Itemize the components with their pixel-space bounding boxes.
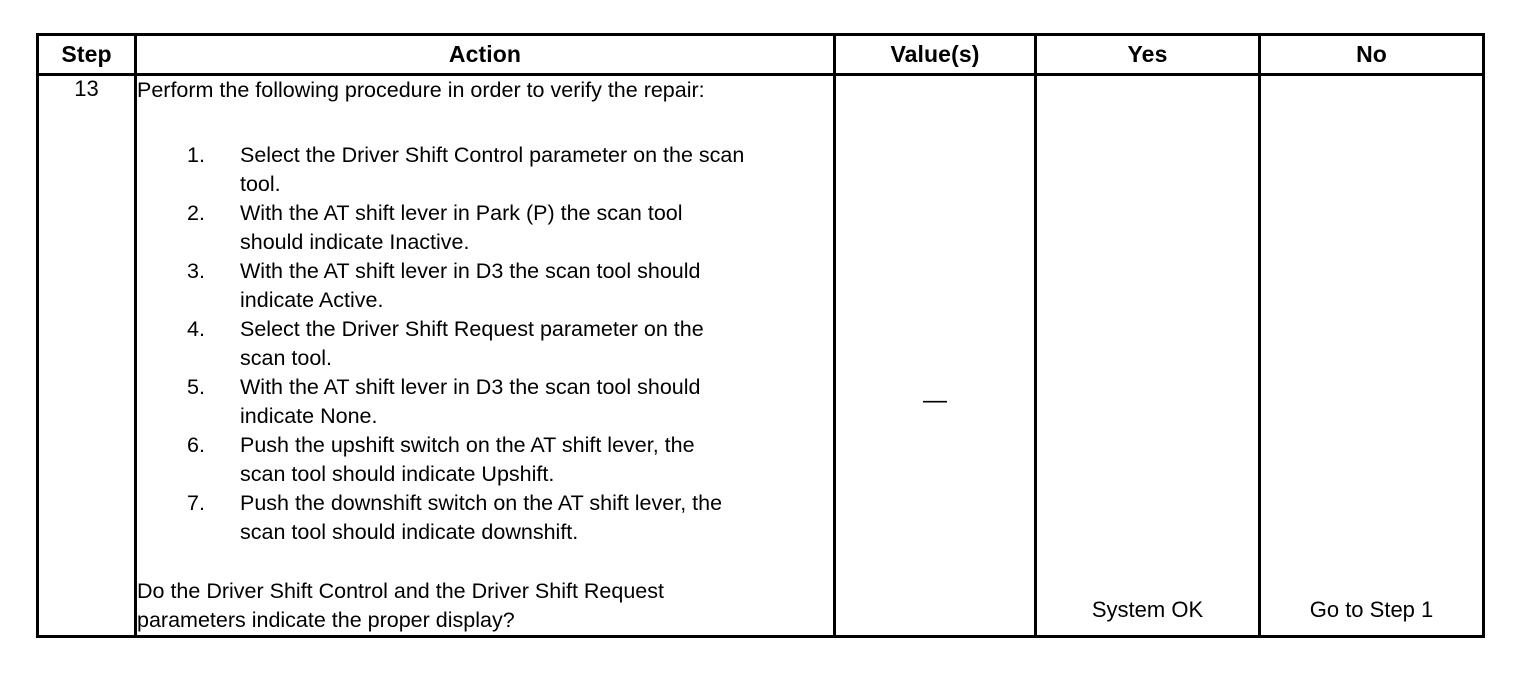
- list-item-text: With the AT shift lever in D3 the scan t…: [240, 257, 833, 315]
- list-item-line: With the AT shift lever in Park (P) the …: [240, 201, 683, 225]
- list-item-number: 5.: [187, 375, 205, 399]
- list-item-number: 2.: [187, 201, 205, 225]
- diagnostic-step-table: Step Action Value(s) Yes No 13 Perform t…: [36, 33, 1485, 638]
- header-row: Step Action Value(s) Yes No: [36, 33, 1485, 76]
- no-answer-text: Go to Step 1: [1309, 596, 1434, 622]
- list-item-number: 4.: [187, 317, 205, 341]
- list-item: 5. With the AT shift lever in D3 the sca…: [137, 373, 833, 431]
- list-item-number: 7.: [187, 491, 205, 515]
- list-item-line: Push the upshift switch on the AT shift …: [240, 433, 695, 457]
- cell-action: Perform the following procedure in order…: [134, 73, 836, 638]
- table-body: 13 Perform the following procedure in or…: [36, 73, 1485, 638]
- cell-value: —: [833, 73, 1037, 638]
- list-item: 2. With the AT shift lever in Park (P) t…: [137, 199, 833, 257]
- list-item-number: 3.: [187, 259, 205, 283]
- list-item-line: tool.: [240, 172, 281, 196]
- column-header-action: Action: [134, 33, 836, 76]
- list-item-line: scan tool should indicate downshift.: [240, 520, 579, 544]
- list-item-line: indicate Active.: [240, 288, 384, 312]
- list-item: 1. Select the Driver Shift Control param…: [137, 141, 833, 199]
- question-line: Do the Driver Shift Control and the Driv…: [137, 579, 664, 603]
- list-item-text: With the AT shift lever in Park (P) the …: [240, 199, 833, 257]
- cell-step-number: 13: [36, 73, 137, 638]
- list-item-text: Select the Driver Shift Control paramete…: [240, 141, 833, 199]
- action-intro-text: Perform the following procedure in order…: [137, 78, 705, 102]
- list-item-text: Push the upshift switch on the AT shift …: [240, 431, 833, 489]
- column-header-step: Step: [36, 33, 137, 76]
- list-item: 3. With the AT shift lever in D3 the sca…: [137, 257, 833, 315]
- list-item-line: should indicate Inactive.: [240, 230, 470, 254]
- list-item-number: 1.: [187, 143, 205, 167]
- column-header-values: Value(s): [833, 33, 1037, 76]
- list-item-line: With the AT shift lever in D3 the scan t…: [240, 375, 701, 399]
- list-item-line: With the AT shift lever in D3 the scan t…: [240, 259, 701, 283]
- list-item-line: scan tool should indicate Upshift.: [240, 462, 555, 486]
- list-item-text: Select the Driver Shift Request paramete…: [240, 315, 833, 373]
- column-header-yes: Yes: [1034, 33, 1261, 76]
- list-item-text: With the AT shift lever in D3 the scan t…: [240, 373, 833, 431]
- cell-yes: System OK: [1034, 73, 1261, 638]
- table-header: Step Action Value(s) Yes No: [36, 33, 1485, 76]
- procedure-list: 1. Select the Driver Shift Control param…: [137, 141, 833, 547]
- action-question: Do the Driver Shift Control and the Driv…: [137, 577, 833, 635]
- list-item-line: indicate None.: [240, 404, 378, 428]
- list-item: 6. Push the upshift switch on the AT shi…: [137, 431, 833, 489]
- spacer-before-question: [137, 547, 833, 577]
- list-item-text: Push the downshift switch on the AT shif…: [240, 489, 833, 547]
- question-line: parameters indicate the proper display?: [137, 608, 515, 632]
- list-item-line: Select the Driver Shift Control paramete…: [240, 143, 745, 167]
- list-item-line: Push the downshift switch on the AT shif…: [240, 491, 723, 515]
- table-row: 13 Perform the following procedure in or…: [36, 73, 1485, 638]
- cell-no: Go to Step 1: [1258, 73, 1485, 638]
- list-item-line: Select the Driver Shift Request paramete…: [240, 317, 704, 341]
- yes-answer-text: System OK: [1091, 596, 1204, 622]
- list-item-number: 6.: [187, 433, 205, 457]
- spacer-after-intro: [137, 105, 833, 141]
- value-dash: —: [923, 387, 947, 414]
- list-item-line: scan tool.: [240, 346, 333, 370]
- list-item: 4. Select the Driver Shift Request param…: [137, 315, 833, 373]
- column-header-no: No: [1258, 33, 1485, 76]
- list-item: 7. Push the downshift switch on the AT s…: [137, 489, 833, 547]
